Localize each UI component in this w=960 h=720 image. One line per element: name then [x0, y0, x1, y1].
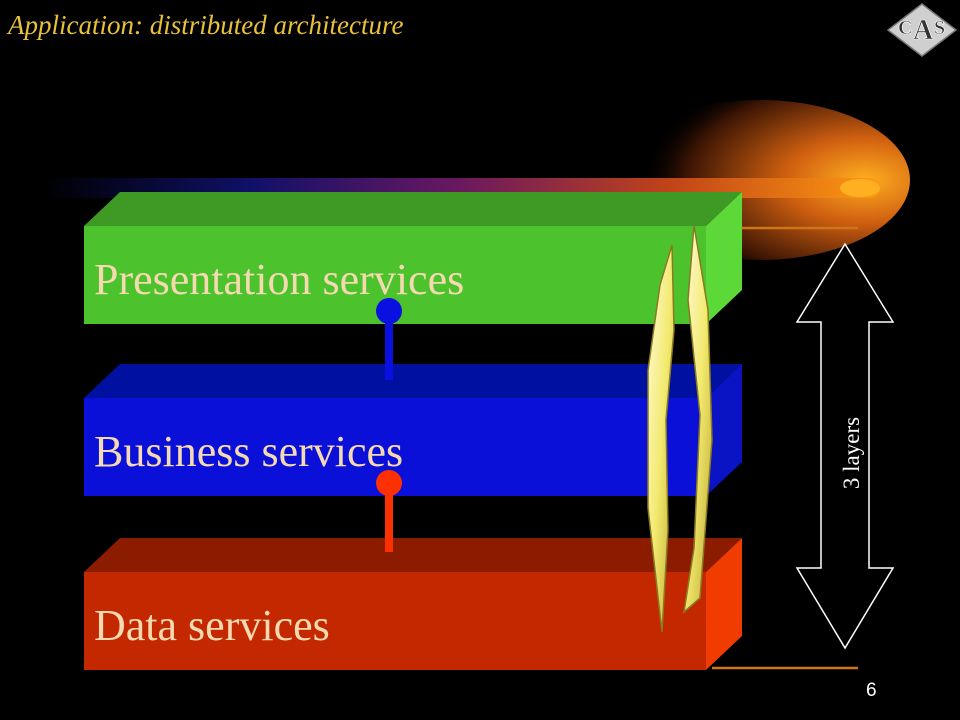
- business-services-layer: [84, 364, 742, 496]
- svg-text:S: S: [934, 17, 945, 39]
- data-services-layer: [84, 538, 742, 670]
- page-number: 6: [866, 680, 877, 701]
- slide-title: Application: distributed architecture: [8, 10, 404, 40]
- three-layers-label: 3 layers: [839, 416, 864, 490]
- cycle-arrows-icon: [647, 224, 713, 633]
- cas-logo: C A S: [886, 3, 958, 57]
- business-services-label: Business services: [94, 427, 404, 476]
- svg-text:A: A: [913, 15, 934, 46]
- double-arrow-icon: [795, 242, 895, 650]
- presentation-services-label: Presentation services: [94, 255, 465, 304]
- svg-text:C: C: [898, 17, 912, 39]
- red-connector: [376, 470, 402, 552]
- blue-connector: [376, 298, 402, 380]
- data-services-label: Data services: [94, 601, 330, 650]
